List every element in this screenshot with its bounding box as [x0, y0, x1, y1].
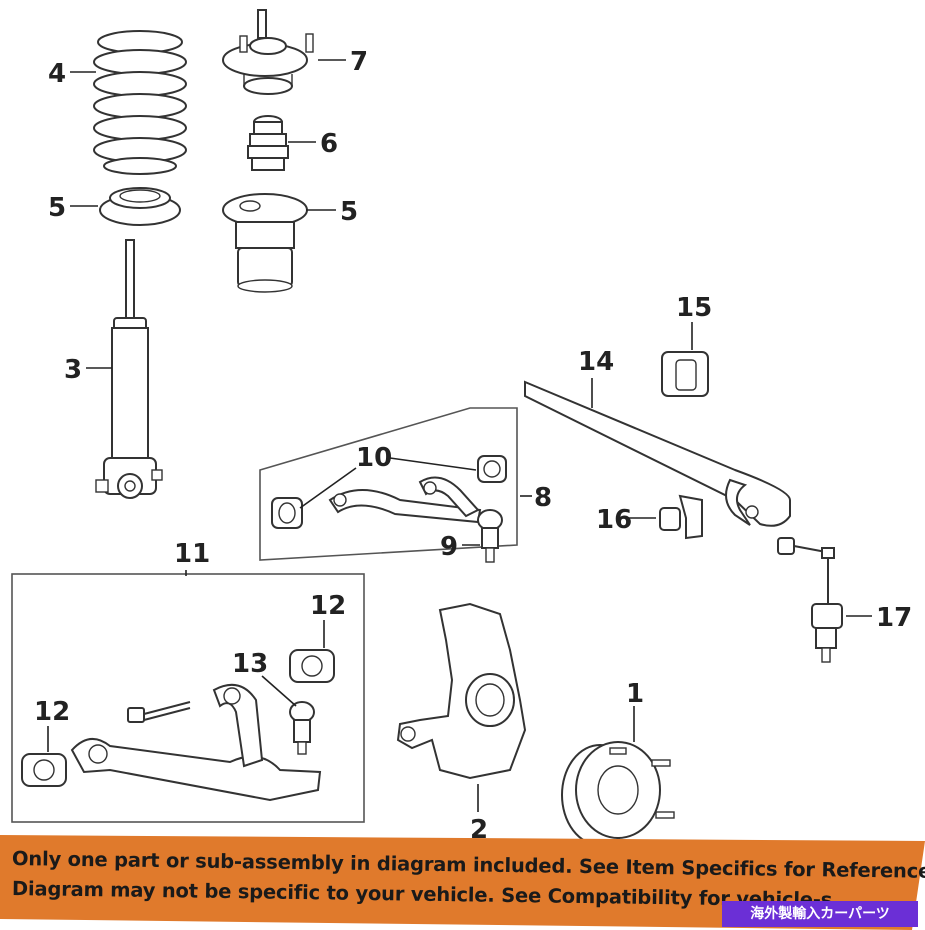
callout-5-left: 5	[48, 193, 66, 223]
stabilizer-bushing	[661, 351, 709, 397]
upper-arm-box	[259, 407, 518, 561]
spring-seat-left	[99, 187, 181, 226]
callout-13: 13	[232, 649, 268, 679]
shock-absorber	[95, 239, 163, 499]
stabilizer-link	[777, 537, 843, 663]
callout-2: 2	[470, 815, 488, 845]
banner-background	[0, 835, 925, 930]
upper-arm-bushings	[271, 455, 507, 529]
callout-1: 1	[626, 679, 644, 709]
stabilizer-bar	[524, 380, 791, 527]
callout-16: 16	[596, 505, 632, 535]
disclaimer-banner: Only one part or sub-assembly in diagram…	[0, 835, 925, 930]
callout-14: 14	[578, 347, 614, 377]
upper-ball-joint	[477, 509, 503, 563]
hub-bearing	[561, 741, 675, 851]
overlay-badge: 海外製輸入カーパーツ	[722, 901, 918, 927]
upper-control-arm	[328, 476, 482, 524]
lower-arm-bushings	[21, 649, 335, 787]
steering-knuckle	[396, 602, 527, 780]
callout-10: 10	[356, 443, 392, 473]
banner-shape	[0, 835, 925, 930]
callout-17: 17	[876, 603, 912, 633]
callout-12-left: 12	[34, 697, 70, 727]
callout-8: 8	[534, 483, 552, 513]
callout-3: 3	[64, 355, 82, 385]
coil-spring	[93, 30, 187, 175]
strut-mount	[222, 9, 314, 95]
spring-seat-right	[222, 193, 308, 293]
callout-11: 11	[174, 539, 210, 569]
callout-9: 9	[440, 532, 458, 562]
callout-15: 15	[676, 293, 712, 323]
callout-5-right: 5	[340, 197, 358, 227]
callout-12-top: 12	[310, 591, 346, 621]
lower-ball-joint	[289, 701, 315, 755]
leader-lines	[47, 59, 872, 812]
lower-control-arm	[70, 683, 322, 802]
callout-6: 6	[320, 129, 338, 159]
stabilizer-clamp	[659, 494, 703, 540]
callout-7: 7	[350, 47, 368, 77]
lower-arm-box	[11, 573, 365, 823]
callout-4: 4	[48, 59, 66, 89]
jounce-bumper	[247, 115, 289, 171]
